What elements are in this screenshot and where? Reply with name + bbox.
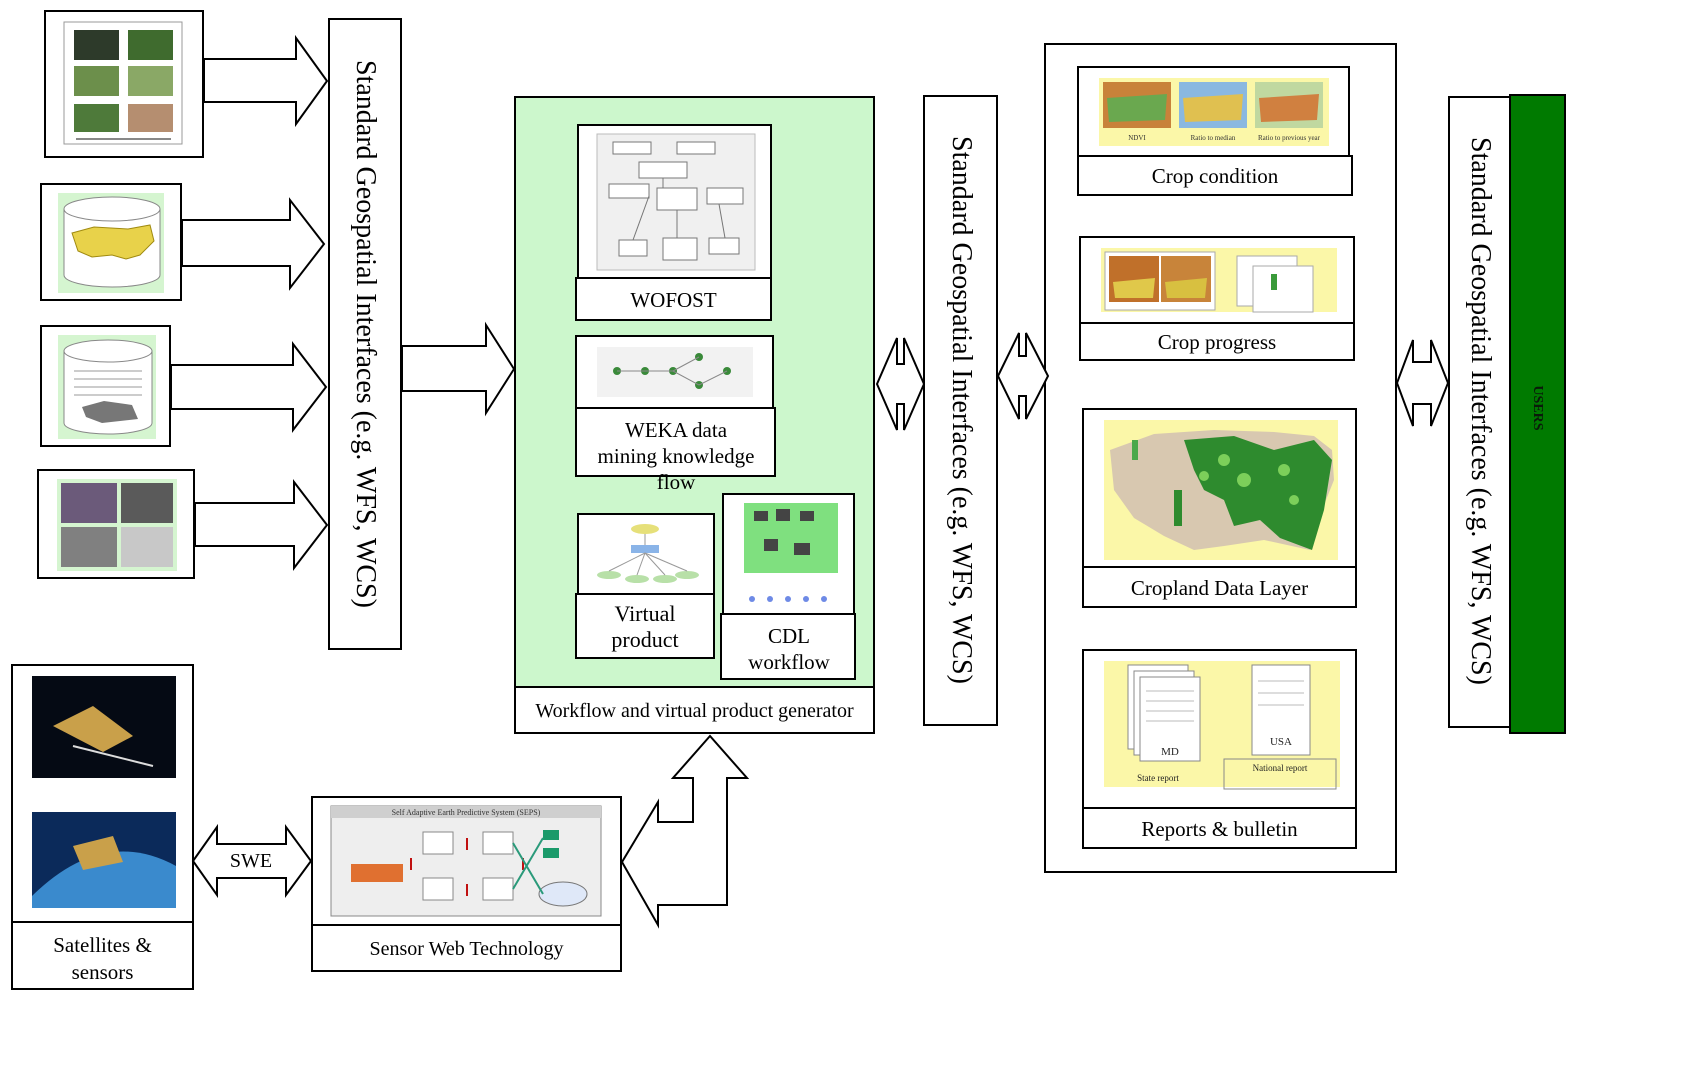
arrow-swe bbox=[191, 823, 313, 899]
cdl-label: Cropland Data Layer bbox=[1130, 576, 1309, 600]
seps-thumbnail: Self Adaptive Earth Predictive System (S… bbox=[330, 805, 602, 917]
crop-progress-module: Crop progress bbox=[1079, 322, 1355, 361]
crop-progress-maps bbox=[1101, 248, 1337, 313]
national-code-text: USA bbox=[1270, 736, 1292, 748]
generator-title-box: Workflow and virtual product generator bbox=[514, 686, 875, 734]
arrow-map-db-to-interfaces bbox=[181, 197, 326, 291]
database-map-icon bbox=[58, 193, 164, 293]
virtual-product-module: Virtual product bbox=[575, 593, 715, 659]
weka-flow-thumbnail bbox=[597, 347, 753, 397]
reports-image: MD USA State report National report bbox=[1082, 649, 1357, 809]
wofost-module: WOFOST bbox=[575, 277, 772, 321]
crop-progress-label: Crop progress bbox=[1157, 330, 1277, 354]
crop-condition-maps: NDVI Ratio to median Ratio to previous y… bbox=[1099, 78, 1329, 146]
input-satellite-images bbox=[37, 469, 195, 579]
arrow-table-db-to-interfaces bbox=[170, 341, 328, 433]
crop-condition-module: Crop condition bbox=[1077, 155, 1353, 196]
thumb-caption-ndvi: NDVI bbox=[1128, 134, 1146, 142]
reports-module: Reports & bulletin bbox=[1082, 807, 1357, 849]
crop-progress-image bbox=[1079, 236, 1355, 324]
arrow-generator-middle-interfaces bbox=[875, 337, 926, 431]
arrow-interfaces-to-generator bbox=[401, 321, 516, 417]
satellite-photos bbox=[32, 676, 176, 908]
virtual-product-label: Virtual product bbox=[611, 601, 679, 652]
interfaces-left: Standard Geospatial Interfaces (e.g. WFS… bbox=[328, 18, 402, 650]
arrow-sensor-web-to-generator bbox=[620, 734, 750, 929]
satellite-images-icon bbox=[57, 479, 177, 571]
cdl-workflow-module: CDL workflow bbox=[720, 613, 856, 680]
database-table-icon bbox=[58, 335, 156, 439]
crop-condition-image: NDVI Ratio to median Ratio to previous y… bbox=[1077, 66, 1350, 157]
state-code-text: MD bbox=[1161, 746, 1179, 758]
weka-label: WEKA data mining knowledge flow bbox=[597, 418, 755, 494]
arrow-photos-to-interfaces bbox=[203, 34, 329, 128]
seps-header-text: Self Adaptive Earth Predictive System (S… bbox=[392, 808, 541, 817]
sensor-web-label: Sensor Web Technology bbox=[369, 938, 564, 960]
cdl-workflow-image bbox=[722, 493, 855, 615]
cdl-workflow-label: CDL workflow bbox=[748, 624, 830, 674]
users-bar: USERS bbox=[1509, 94, 1566, 734]
satellites-sensors-box: Satellites & sensors bbox=[11, 664, 194, 990]
reports-label: Reports & bulletin bbox=[1141, 817, 1298, 841]
arrow-middle-interfaces-products bbox=[996, 332, 1050, 420]
wofost-label: WOFOST bbox=[630, 288, 717, 312]
cdl-image bbox=[1082, 408, 1357, 568]
cdl-workflow-thumbnail bbox=[744, 503, 838, 602]
wofost-diagram-thumbnail bbox=[596, 133, 756, 271]
virtual-product-thumbnail bbox=[597, 524, 699, 583]
sensor-web-image: Self Adaptive Earth Predictive System (S… bbox=[311, 796, 622, 926]
reports-thumbnails: MD USA State report National report bbox=[1104, 661, 1340, 790]
thumb-caption-previous: Ratio to previous year bbox=[1258, 134, 1321, 142]
input-photos bbox=[44, 10, 204, 158]
arrow-products-right-interfaces bbox=[1395, 339, 1450, 427]
national-caption-text: National report bbox=[1253, 763, 1308, 773]
cropland-map bbox=[1104, 420, 1338, 560]
sensor-web-module: Sensor Web Technology bbox=[311, 924, 622, 972]
crop-condition-label: Crop condition bbox=[1151, 164, 1279, 188]
weka-module: WEKA data mining knowledge flow bbox=[575, 407, 776, 494]
thumb-caption-median: Ratio to median bbox=[1191, 134, 1236, 142]
crop-photos-image bbox=[63, 21, 183, 145]
swe-label: SWE bbox=[229, 850, 273, 872]
generator-title: Workflow and virtual product generator bbox=[535, 700, 854, 722]
virtual-product-image bbox=[577, 513, 715, 595]
wofost-image bbox=[577, 124, 772, 279]
satellites-label: Satellites & sensors bbox=[53, 933, 152, 984]
arrow-satimg-to-interfaces bbox=[194, 479, 329, 571]
cdl-module: Cropland Data Layer bbox=[1082, 566, 1357, 608]
interfaces-middle: Standard Geospatial Interfaces (e.g. WFS… bbox=[923, 95, 998, 726]
state-caption-text: State report bbox=[1137, 773, 1179, 783]
input-database-map bbox=[40, 183, 182, 301]
